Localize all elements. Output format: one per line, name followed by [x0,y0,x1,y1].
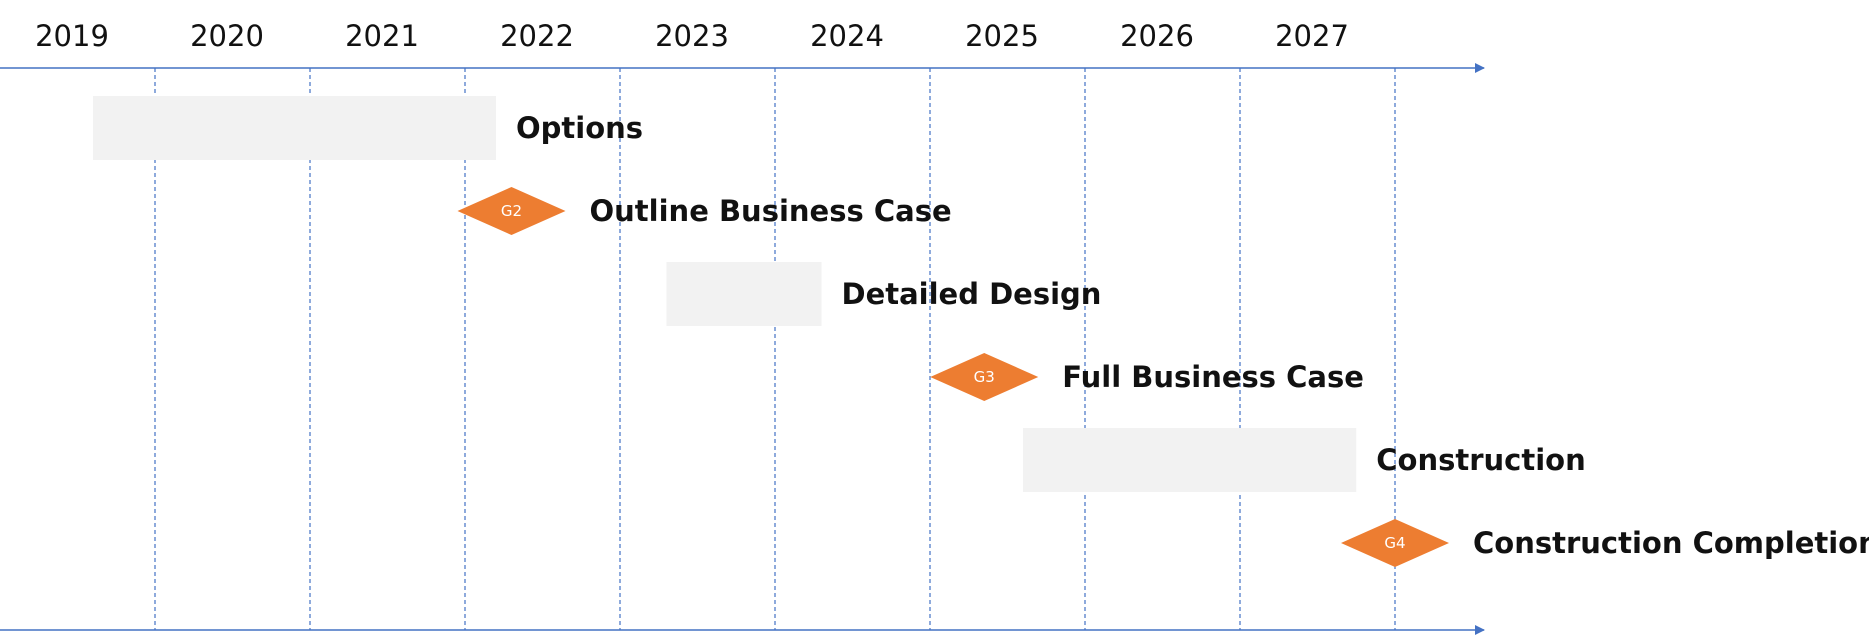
milestone-full-business-case [930,353,1039,401]
task-label-options: Options [516,111,643,145]
year-label-2026: 2026 [1120,19,1194,53]
task-bar-construction [1023,428,1357,492]
year-label-2022: 2022 [500,19,574,53]
year-label-2020: 2020 [190,19,264,53]
task-label-construction-completion: Construction Completion [1473,526,1869,560]
task-label-full-business-case: Full Business Case [1062,360,1364,394]
milestone-gate-g2: G2 [501,202,522,220]
task-bar-detailed-design [666,262,822,326]
milestone-gate-g3: G3 [974,368,995,386]
year-label-2025: 2025 [965,19,1039,53]
year-label-2019: 2019 [35,19,109,53]
milestone-outline-business-case [457,187,566,235]
milestone-construction-completion [1341,519,1449,567]
task-label-outline-business-case: Outline Business Case [590,194,952,228]
task-label-detailed-design: Detailed Design [842,277,1102,311]
axes [0,63,1485,635]
year-labels: 2019 2020 2021 2022 2023 2024 2025 2026 2027 [35,19,1349,53]
task-label-construction: Construction [1376,443,1586,477]
year-label-2023: 2023 [655,19,729,53]
gridlines [154,68,1396,630]
milestone-gate-g4: G4 [1384,534,1405,552]
year-label-2024: 2024 [810,19,884,53]
year-label-2021: 2021 [345,19,419,53]
year-label-2027: 2027 [1275,19,1349,53]
task-bar-options [93,96,496,160]
